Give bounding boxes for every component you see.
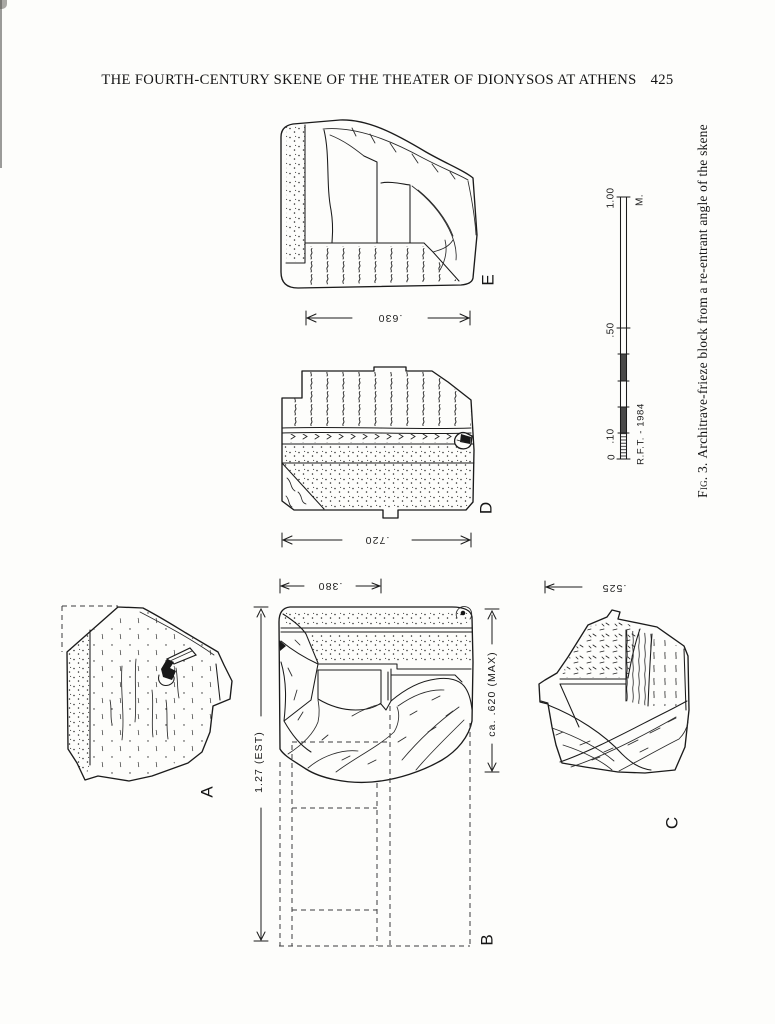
scale-label-10: .10: [606, 428, 617, 443]
page-number: 425: [650, 72, 674, 88]
running-head: THE FOURTH-CENTURY SKENE OF THE THEATER …: [0, 72, 775, 89]
squiggle-zone-e: [299, 246, 457, 285]
dimension-b-depth: ca. .620 (MAX): [484, 608, 500, 773]
drawing-d: D .720: [281, 366, 496, 548]
restored-outline-b: [279, 706, 471, 947]
clamp-cutting-a: [158, 647, 197, 686]
figure-caption-label: Fig. 3.: [695, 462, 710, 498]
scan-artifact-corner: [0, 0, 7, 9]
dimension-b-depth-value: ca. .620 (MAX): [486, 651, 498, 736]
scale-label-50: .50: [606, 322, 617, 337]
drawing-a: A: [61, 605, 233, 798]
side-face-c: [650, 635, 686, 706]
scale-bar: 1.00 .50 .10 0 M. R.F.T. - 1984: [606, 187, 647, 464]
label-d: D: [477, 502, 496, 514]
stipple-band-d2: [284, 464, 473, 509]
drawing-c: C .525: [538, 580, 690, 829]
scale-unit: M.: [635, 194, 646, 206]
stipple-band-e: [286, 126, 305, 262]
dimension-e-width: .630: [305, 310, 471, 326]
label-e: E: [479, 274, 498, 285]
figure-caption: Fig. 3. Architrave-frieze block from a re…: [695, 124, 711, 498]
scale-label-100: 1.00: [606, 187, 617, 208]
scan-artifact-edge: [0, 0, 2, 168]
drawing-e: E .630: [280, 119, 498, 326]
dimension-b-height: 1.27 (EST): [253, 606, 269, 942]
taenia-band-d: [284, 434, 470, 443]
stipple-band-b2: [306, 634, 472, 662]
label-b: B: [478, 934, 497, 945]
draughtsman-credit: R.F.T. - 1984: [636, 403, 647, 465]
label-a: A: [198, 786, 217, 798]
weathered-face-a: [92, 609, 216, 777]
drawing-b: B .380 1.27 (EST) ca. .620 (MAX): [253, 578, 500, 947]
dimension-c-width: .525: [544, 580, 627, 594]
squiggle-zone-d: [283, 372, 471, 426]
drapery-band-c: [626, 630, 652, 706]
dimension-b-width-value: .380: [318, 580, 343, 592]
running-head-title: THE FOURTH-CENTURY SKENE OF THE THEATER …: [101, 72, 637, 88]
stipple-band-d1: [283, 445, 473, 463]
scale-segment-hatched: [620, 433, 627, 459]
dimension-b-height-value: 1.27 (EST): [253, 731, 265, 793]
stipple-band-b1: [283, 610, 469, 626]
dimension-c-width-value: .525: [602, 582, 627, 594]
corner-volute-b: [460, 610, 466, 616]
broken-face-c: [561, 620, 640, 678]
dimension-d-width-value: .720: [365, 534, 390, 546]
scale-segment-filled-2: [620, 354, 627, 381]
dimension-e-width-value: .630: [378, 312, 403, 324]
label-c: C: [663, 817, 682, 829]
scale-segment-filled-1: [620, 407, 627, 433]
figure-caption-text: Architrave-frieze block from a re-entran…: [695, 124, 710, 459]
dimension-d-width: .720: [281, 532, 472, 548]
stipple-band-a: [67, 632, 90, 779]
scale-label-0: 0: [607, 454, 618, 460]
dimension-b-width: .380: [279, 578, 382, 594]
